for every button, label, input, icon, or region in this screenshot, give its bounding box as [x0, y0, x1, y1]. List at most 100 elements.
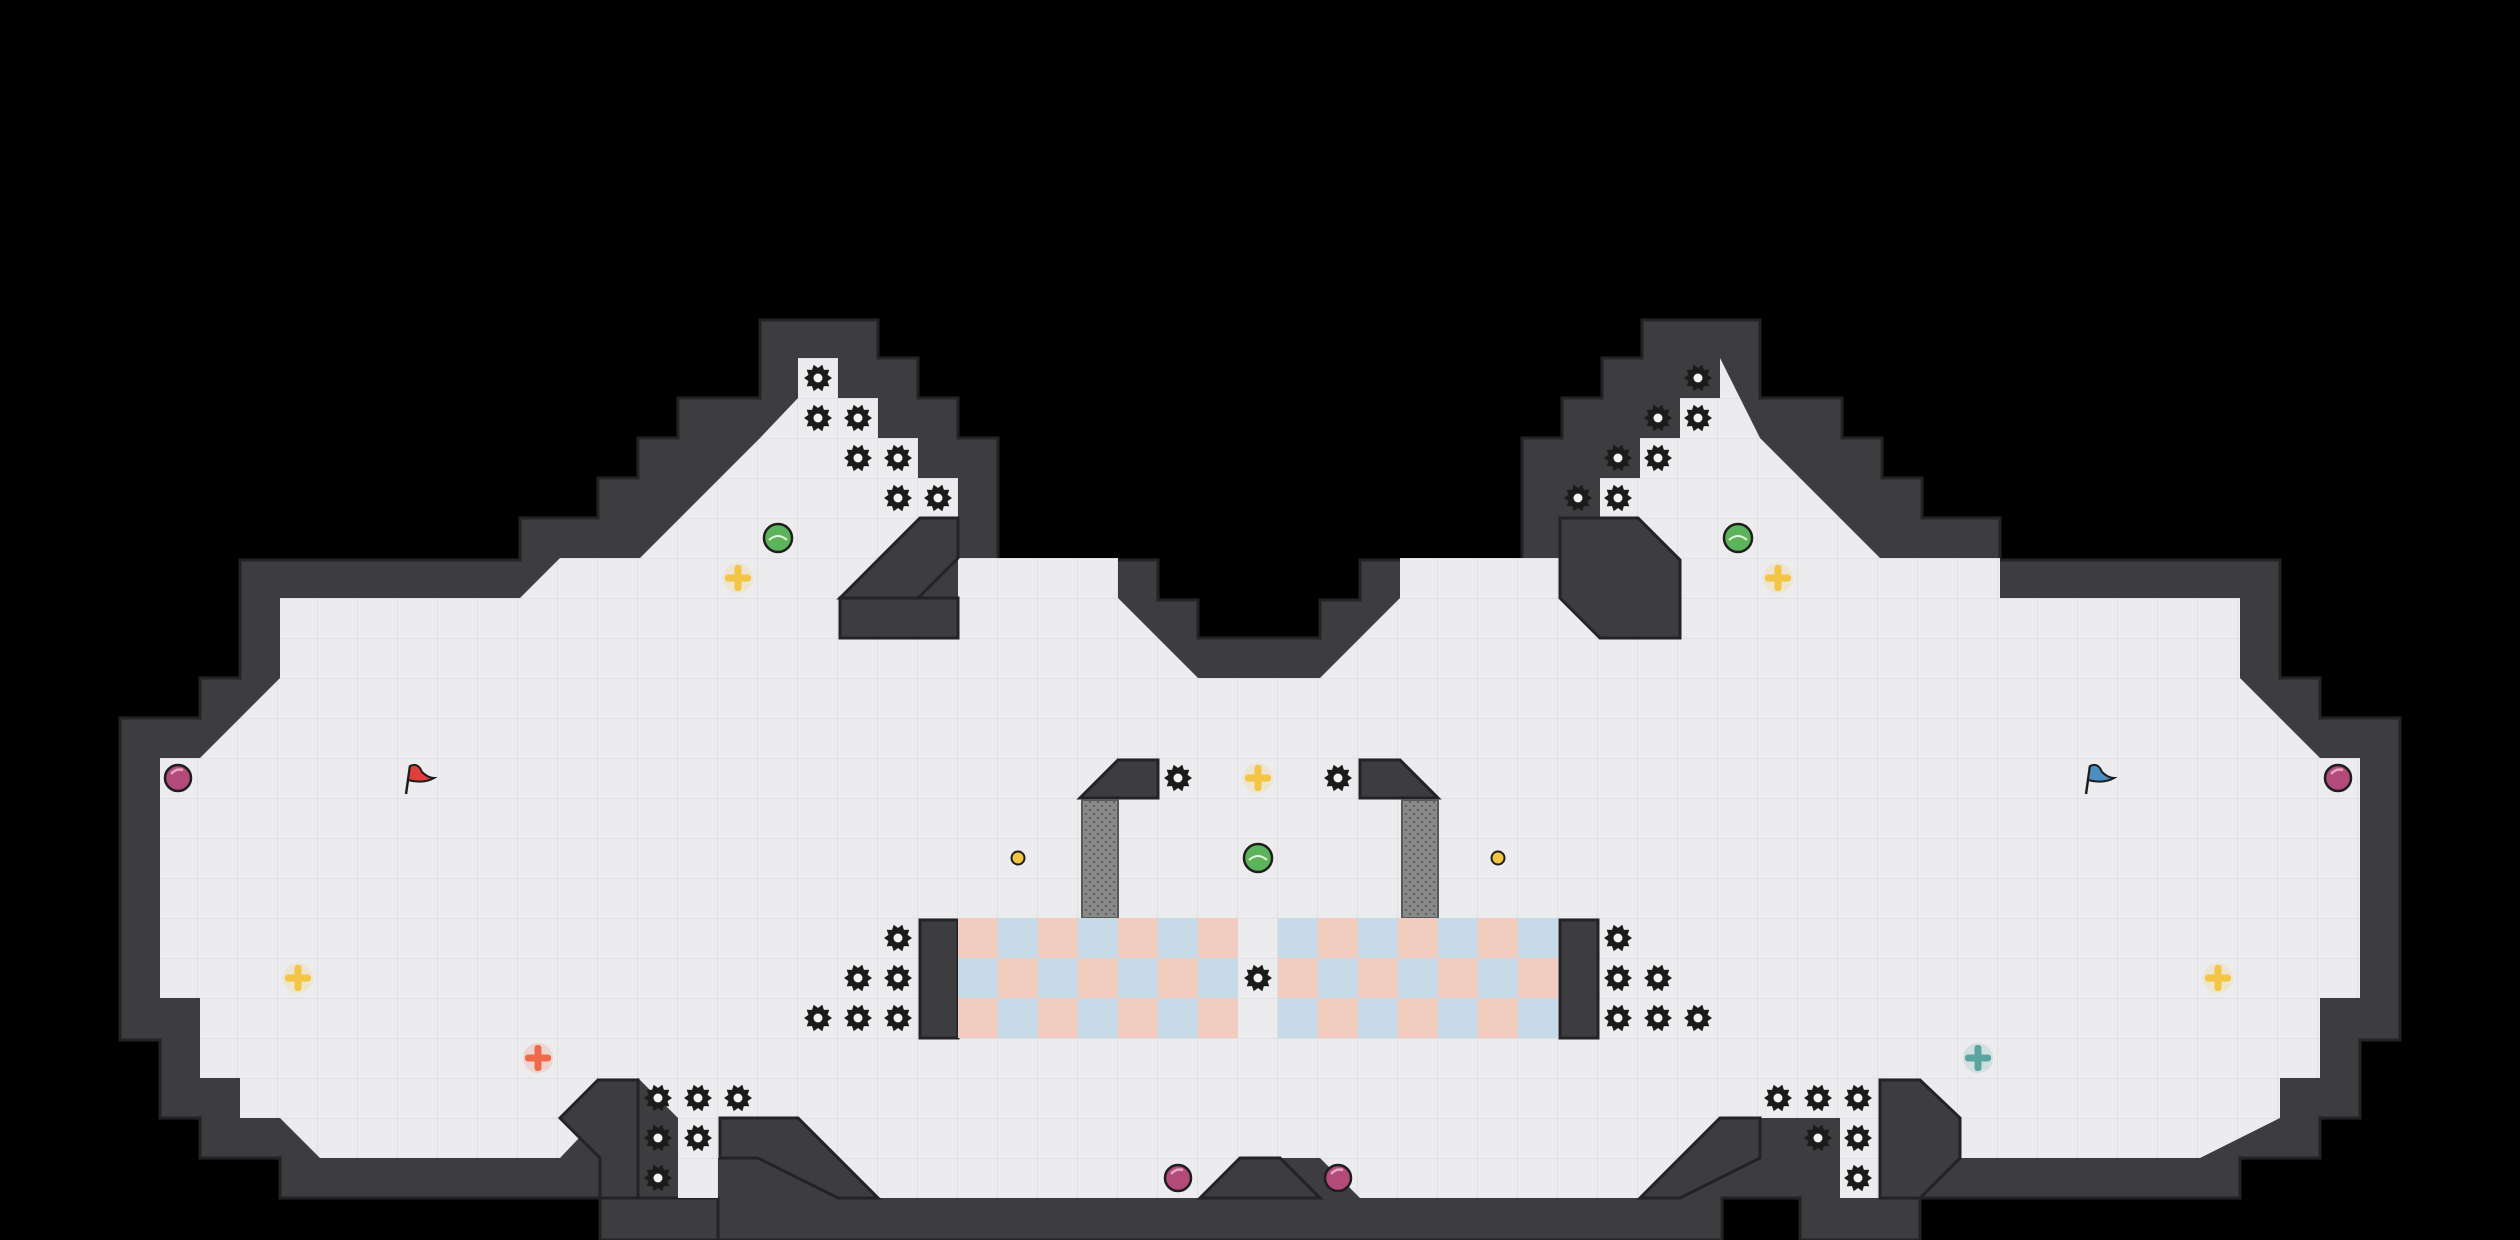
wall-bottom-left	[557, 1078, 640, 1200]
boost-icon	[1243, 763, 1273, 793]
portal-icon	[1490, 850, 1506, 866]
gates	[1081, 799, 1439, 919]
blue-team-tile	[998, 918, 1038, 958]
spike-icon	[1844, 1164, 1872, 1192]
bomb-icon	[1163, 1163, 1193, 1193]
boost-icon	[523, 1043, 553, 1073]
blue-team-tile	[1078, 918, 1118, 958]
spike-icon	[1244, 964, 1272, 992]
wall-bottom-bump	[1196, 1156, 1324, 1200]
wall-pillar-right	[1558, 918, 1600, 1040]
spike-icon	[844, 1004, 872, 1032]
boost-icon	[283, 963, 313, 993]
red-team-tile	[958, 998, 998, 1038]
spike-icon	[804, 364, 832, 392]
spike-icon	[884, 924, 912, 952]
powerup-icon	[1722, 522, 1754, 554]
spike-icon	[884, 444, 912, 472]
blue-team-tile	[1158, 918, 1198, 958]
blue-team-tile	[1398, 958, 1438, 998]
powerup-icon	[762, 522, 794, 554]
wall-block-right-top	[1558, 516, 1682, 640]
blue-team-tile	[1038, 958, 1078, 998]
blue-team-tile	[1198, 958, 1238, 998]
map-items	[163, 364, 2353, 1193]
blue-team-tile	[1478, 958, 1518, 998]
wall-bottom-right	[1878, 1078, 1962, 1200]
powerup-icon	[1242, 842, 1274, 874]
wall-center-left-cap	[1076, 758, 1160, 800]
red-team-tile	[1478, 918, 1518, 958]
wall-bottom-center-right	[1636, 1116, 1762, 1200]
spike-icon	[1604, 964, 1632, 992]
spike-icon	[1604, 444, 1632, 472]
spike-icon	[1804, 1124, 1832, 1152]
spike-icon	[1644, 444, 1672, 472]
spike-icon	[884, 484, 912, 512]
spike-icon	[1684, 404, 1712, 432]
bomb-icon	[1323, 1163, 1353, 1193]
spike-icon	[844, 444, 872, 472]
red-team-tile	[1398, 998, 1438, 1038]
spike-icon	[1604, 484, 1632, 512]
blue-team-tile	[1518, 918, 1558, 958]
blue-team-tile	[1358, 918, 1398, 958]
wall-pillar-left	[918, 918, 960, 1040]
spike-icon	[1844, 1084, 1872, 1112]
red-team-tile	[1118, 918, 1158, 958]
gate-left	[1081, 799, 1119, 919]
spike-icon	[684, 1084, 712, 1112]
spike-icon	[1164, 764, 1192, 792]
portal-icon	[1010, 850, 1026, 866]
spike-icon	[684, 1124, 712, 1152]
spike-icon	[1684, 1004, 1712, 1032]
red-team-tile	[1278, 958, 1318, 998]
spike-icon	[804, 404, 832, 432]
blue-team-tile	[958, 958, 998, 998]
spike-icon	[844, 404, 872, 432]
spike-icon	[804, 1004, 832, 1032]
blue-team-tile	[1438, 998, 1478, 1038]
interior-walls	[557, 516, 1962, 1200]
spike-icon	[724, 1084, 752, 1112]
red-team-tile	[958, 918, 998, 958]
spike-icon	[644, 1124, 672, 1152]
blue-team-tile	[1118, 958, 1158, 998]
boost-icon	[2203, 963, 2233, 993]
spike-icon	[644, 1084, 672, 1112]
spike-icon	[884, 1004, 912, 1032]
blue-team-tile	[1358, 998, 1398, 1038]
blue-team-tile	[1078, 998, 1118, 1038]
wall-center-right-cap	[1358, 758, 1442, 800]
red-team-tile	[998, 958, 1038, 998]
blue-team-tile	[1278, 918, 1318, 958]
spike-icon	[644, 1164, 672, 1192]
red-team-tile	[1438, 958, 1478, 998]
boost-icon	[723, 563, 753, 593]
blue-team-tile	[1278, 998, 1318, 1038]
blue-flag-icon[interactable]	[2084, 763, 2118, 795]
blue-team-tile	[1318, 958, 1358, 998]
spike-icon	[1644, 1004, 1672, 1032]
red-team-tile	[1318, 998, 1358, 1038]
bomb-icon	[163, 763, 193, 793]
red-flag-icon[interactable]	[404, 763, 438, 795]
red-team-tile	[1518, 958, 1558, 998]
spike-icon	[1644, 964, 1672, 992]
red-team-tile	[1078, 958, 1118, 998]
spike-icon	[1604, 1004, 1632, 1032]
spike-icon	[1324, 764, 1352, 792]
blue-team-tile	[1158, 998, 1198, 1038]
red-team-tile	[1318, 918, 1358, 958]
red-team-tile	[1118, 998, 1158, 1038]
red-team-tile	[1038, 998, 1078, 1038]
red-team-tile	[1158, 958, 1198, 998]
red-team-tile	[1198, 998, 1238, 1038]
spike-icon	[1564, 484, 1592, 512]
spike-icon	[1844, 1124, 1872, 1152]
blue-team-tile	[998, 998, 1038, 1038]
red-team-tile	[1358, 958, 1398, 998]
team-tiles	[958, 918, 1558, 1038]
red-team-tile	[1398, 918, 1438, 958]
